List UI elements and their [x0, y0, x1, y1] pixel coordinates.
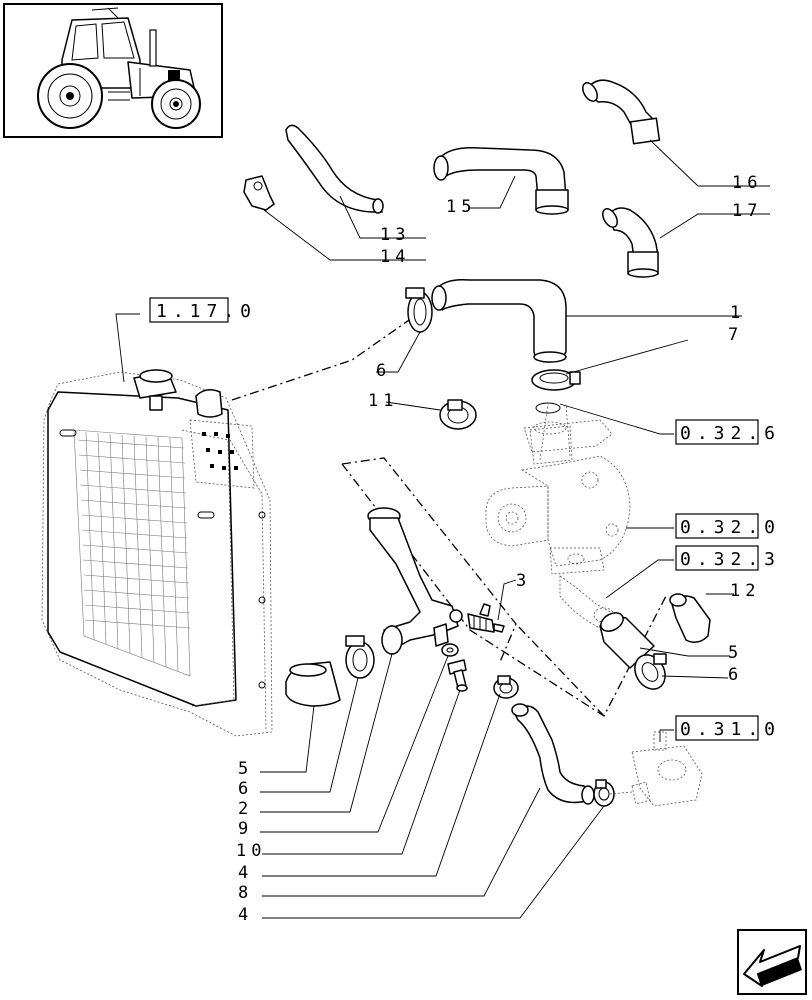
ref-box-radiator[interactable]: 1.17.0	[149, 297, 257, 323]
radiator	[41, 369, 273, 737]
label-5-right: 5	[728, 643, 743, 663]
part-11-clamp	[439, 399, 477, 430]
label-14: 14	[380, 247, 410, 267]
ref-box-pump-low[interactable]: 0.32.3	[675, 545, 781, 571]
label-7: 7	[728, 325, 743, 345]
part-9-washer	[441, 643, 459, 657]
label-6-right: 6	[728, 665, 743, 685]
label-6-top: 6	[376, 361, 391, 381]
label-5-left: 5	[238, 759, 253, 779]
part-6-clamp-top	[405, 287, 433, 333]
leader-lines	[115, 139, 770, 919]
label-9: 9	[238, 819, 253, 839]
thermostat-housing	[609, 731, 703, 807]
svg-text:0.32.3: 0.32.3	[680, 549, 781, 570]
part-labels: 16 15 17 13 14 1 7 6 11 3 12 5 6 5 6 2 9…	[236, 173, 762, 925]
label-1: 1	[730, 303, 745, 323]
svg-text:0.32.6: 0.32.6	[680, 423, 781, 444]
svg-text:0.32.0: 0.32.0	[680, 517, 781, 538]
part-12-hose	[669, 593, 711, 643]
label-12: 12	[730, 581, 760, 601]
part-16-elbow-hose	[582, 79, 661, 145]
part-5-hose-left	[285, 661, 341, 707]
water-pump	[485, 402, 631, 629]
part-6-clamp-right	[634, 653, 667, 690]
part-6-clamp-left	[345, 635, 375, 679]
radiator-core	[73, 429, 191, 677]
label-13: 13	[380, 225, 410, 245]
label-3: 3	[516, 571, 531, 591]
ref-box-thermostat[interactable]: 0.31.0	[675, 715, 781, 741]
part-10-bolt	[447, 659, 468, 692]
part-17-elbow-hose	[602, 207, 659, 278]
ref-box-pump-mid[interactable]: 0.32.0	[675, 513, 781, 539]
svg-text:0.31.0: 0.31.0	[680, 719, 781, 740]
part-3-sensor	[467, 603, 505, 633]
part-7-clamp	[531, 369, 581, 391]
part-5-hose-right	[599, 612, 655, 669]
label-8: 8	[238, 883, 253, 903]
label-6-left: 6	[238, 779, 253, 799]
label-11: 11	[368, 391, 398, 411]
part-8-lower-hose	[511, 703, 595, 805]
label-2: 2	[238, 799, 253, 819]
part-14-bracket	[243, 175, 275, 211]
part-2-sleeve	[381, 625, 403, 655]
part-1-upper-hose	[431, 278, 567, 363]
svg-text:1.17.0: 1.17.0	[156, 301, 257, 322]
label-4-lower: 4	[238, 905, 253, 925]
part-15-bend-hose	[433, 146, 569, 215]
part-13-hose	[285, 124, 384, 214]
tractor-thumbnail-icon[interactable]	[3, 3, 223, 138]
navigation-arrow-icon[interactable]	[737, 929, 807, 995]
label-16: 16	[732, 173, 762, 193]
part-4-clamp-lower	[593, 779, 615, 807]
label-15: 15	[446, 197, 476, 217]
part-4-clamp-upper	[493, 675, 519, 699]
label-17: 17	[732, 201, 762, 221]
ref-box-pump-top[interactable]: 0.32.6	[675, 419, 781, 445]
part-2-pipe	[367, 507, 463, 655]
assembly-boundary	[231, 317, 667, 717]
label-4-upper: 4	[238, 863, 253, 883]
label-10: 10	[236, 841, 266, 861]
